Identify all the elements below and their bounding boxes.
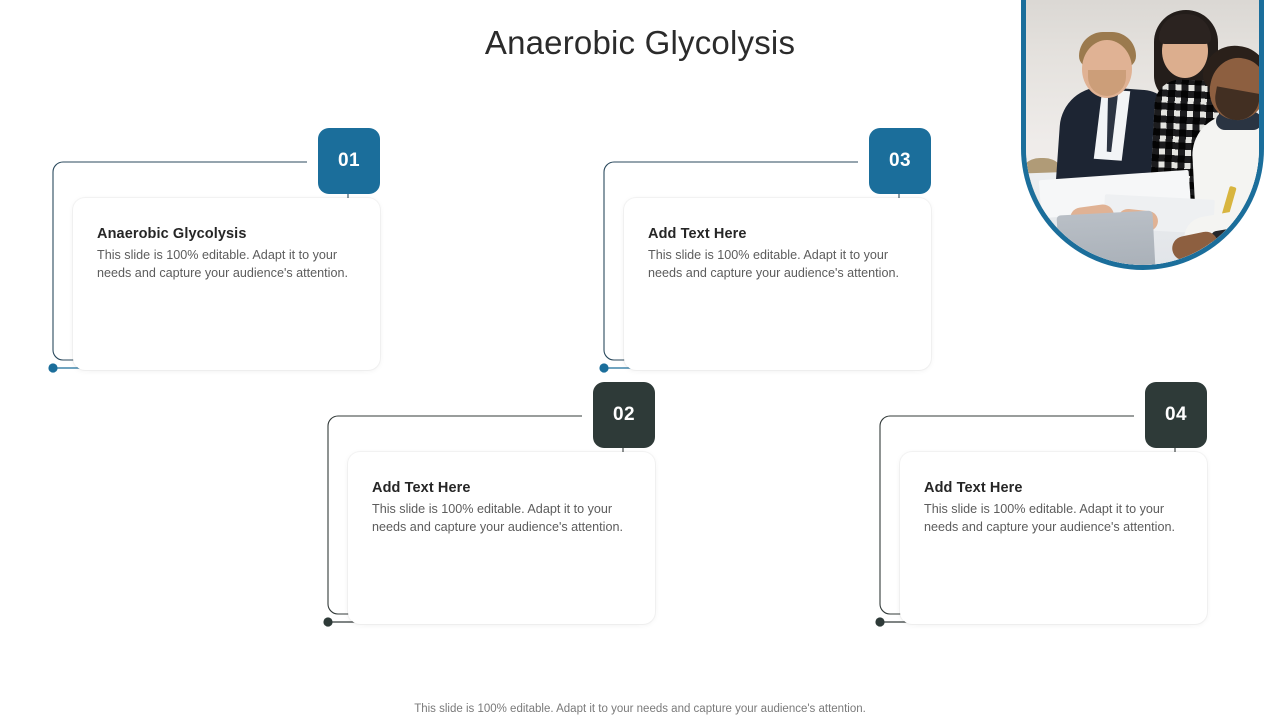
card-content-02: Add Text Here This slide is 100% editabl… bbox=[348, 452, 655, 624]
card-badge-number: 03 bbox=[889, 150, 911, 171]
card-body: This slide is 100% editable. Adapt it to… bbox=[372, 502, 623, 534]
photo-person-woman-fringe bbox=[1159, 14, 1211, 44]
card-heading: Add Text Here bbox=[924, 480, 1023, 496]
card-body: This slide is 100% editable. Adapt it to… bbox=[648, 248, 899, 280]
card-badge-04[interactable]: 04 bbox=[1145, 382, 1207, 448]
feature-card-04[interactable]: Add Text Here This slide is 100% editabl… bbox=[872, 382, 1207, 630]
photo-illustration bbox=[1026, 0, 1259, 265]
feature-card-01[interactable]: Anaerobic Glycolysis This slide is 100% … bbox=[45, 128, 380, 376]
card-dot-03 bbox=[599, 363, 609, 373]
photo-laptop bbox=[1056, 210, 1156, 265]
feature-card-03[interactable]: Add Text Here This slide is 100% editabl… bbox=[596, 128, 931, 376]
card-content-01: Anaerobic Glycolysis This slide is 100% … bbox=[73, 198, 380, 370]
card-badge-01[interactable]: 01 bbox=[318, 128, 380, 194]
feature-card-02[interactable]: Add Text Here This slide is 100% editabl… bbox=[320, 382, 655, 630]
card-heading: Add Text Here bbox=[648, 226, 747, 242]
card-body: This slide is 100% editable. Adapt it to… bbox=[924, 502, 1175, 534]
card-content-04: Add Text Here This slide is 100% editabl… bbox=[900, 452, 1207, 624]
page-title: Anaerobic Glycolysis bbox=[484, 24, 796, 61]
card-body: This slide is 100% editable. Adapt it to… bbox=[97, 248, 348, 280]
card-dot-01 bbox=[48, 363, 58, 373]
card-badge-number: 02 bbox=[613, 404, 635, 425]
footer-note: This slide is 100% editable. Adapt it to… bbox=[414, 703, 866, 715]
card-badge-number: 04 bbox=[1165, 404, 1187, 425]
card-badge-02[interactable]: 02 bbox=[593, 382, 655, 448]
card-dot-02 bbox=[323, 617, 333, 627]
card-heading: Anaerobic Glycolysis bbox=[97, 226, 247, 242]
card-badge-number: 01 bbox=[338, 150, 360, 171]
team-meeting-photo bbox=[1021, 0, 1264, 270]
card-dot-04 bbox=[875, 617, 885, 627]
card-heading: Add Text Here bbox=[372, 480, 471, 496]
card-content-03: Add Text Here This slide is 100% editabl… bbox=[624, 198, 931, 370]
card-badge-03[interactable]: 03 bbox=[869, 128, 931, 194]
